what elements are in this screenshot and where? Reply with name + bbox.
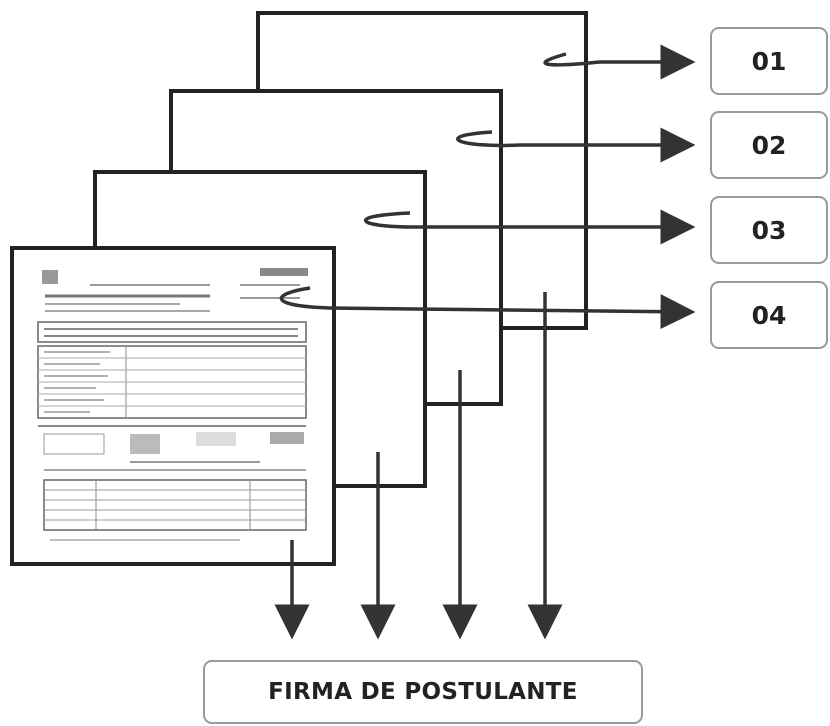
- page-box-02-label: 02: [751, 130, 787, 160]
- page-box-01-label: 01: [751, 46, 787, 76]
- page-box-02: 02: [710, 111, 828, 179]
- sheet-04-form: [10, 246, 336, 566]
- form-logo: [42, 270, 58, 284]
- signature-box-label: FIRMA DE POSTULANTE: [268, 679, 578, 705]
- page-box-01: 01: [710, 27, 828, 95]
- page-box-04: 04: [710, 281, 828, 349]
- arrow-to-04: [279, 286, 696, 330]
- page-box-03-label: 03: [751, 215, 787, 245]
- arrow-to-01: [543, 44, 696, 80]
- arrow-to-02: [456, 127, 696, 163]
- page-box-03: 03: [710, 196, 828, 264]
- arrow-to-03: [363, 209, 696, 245]
- signature-box: FIRMA DE POSTULANTE: [203, 660, 643, 724]
- page-box-04-label: 04: [751, 300, 787, 330]
